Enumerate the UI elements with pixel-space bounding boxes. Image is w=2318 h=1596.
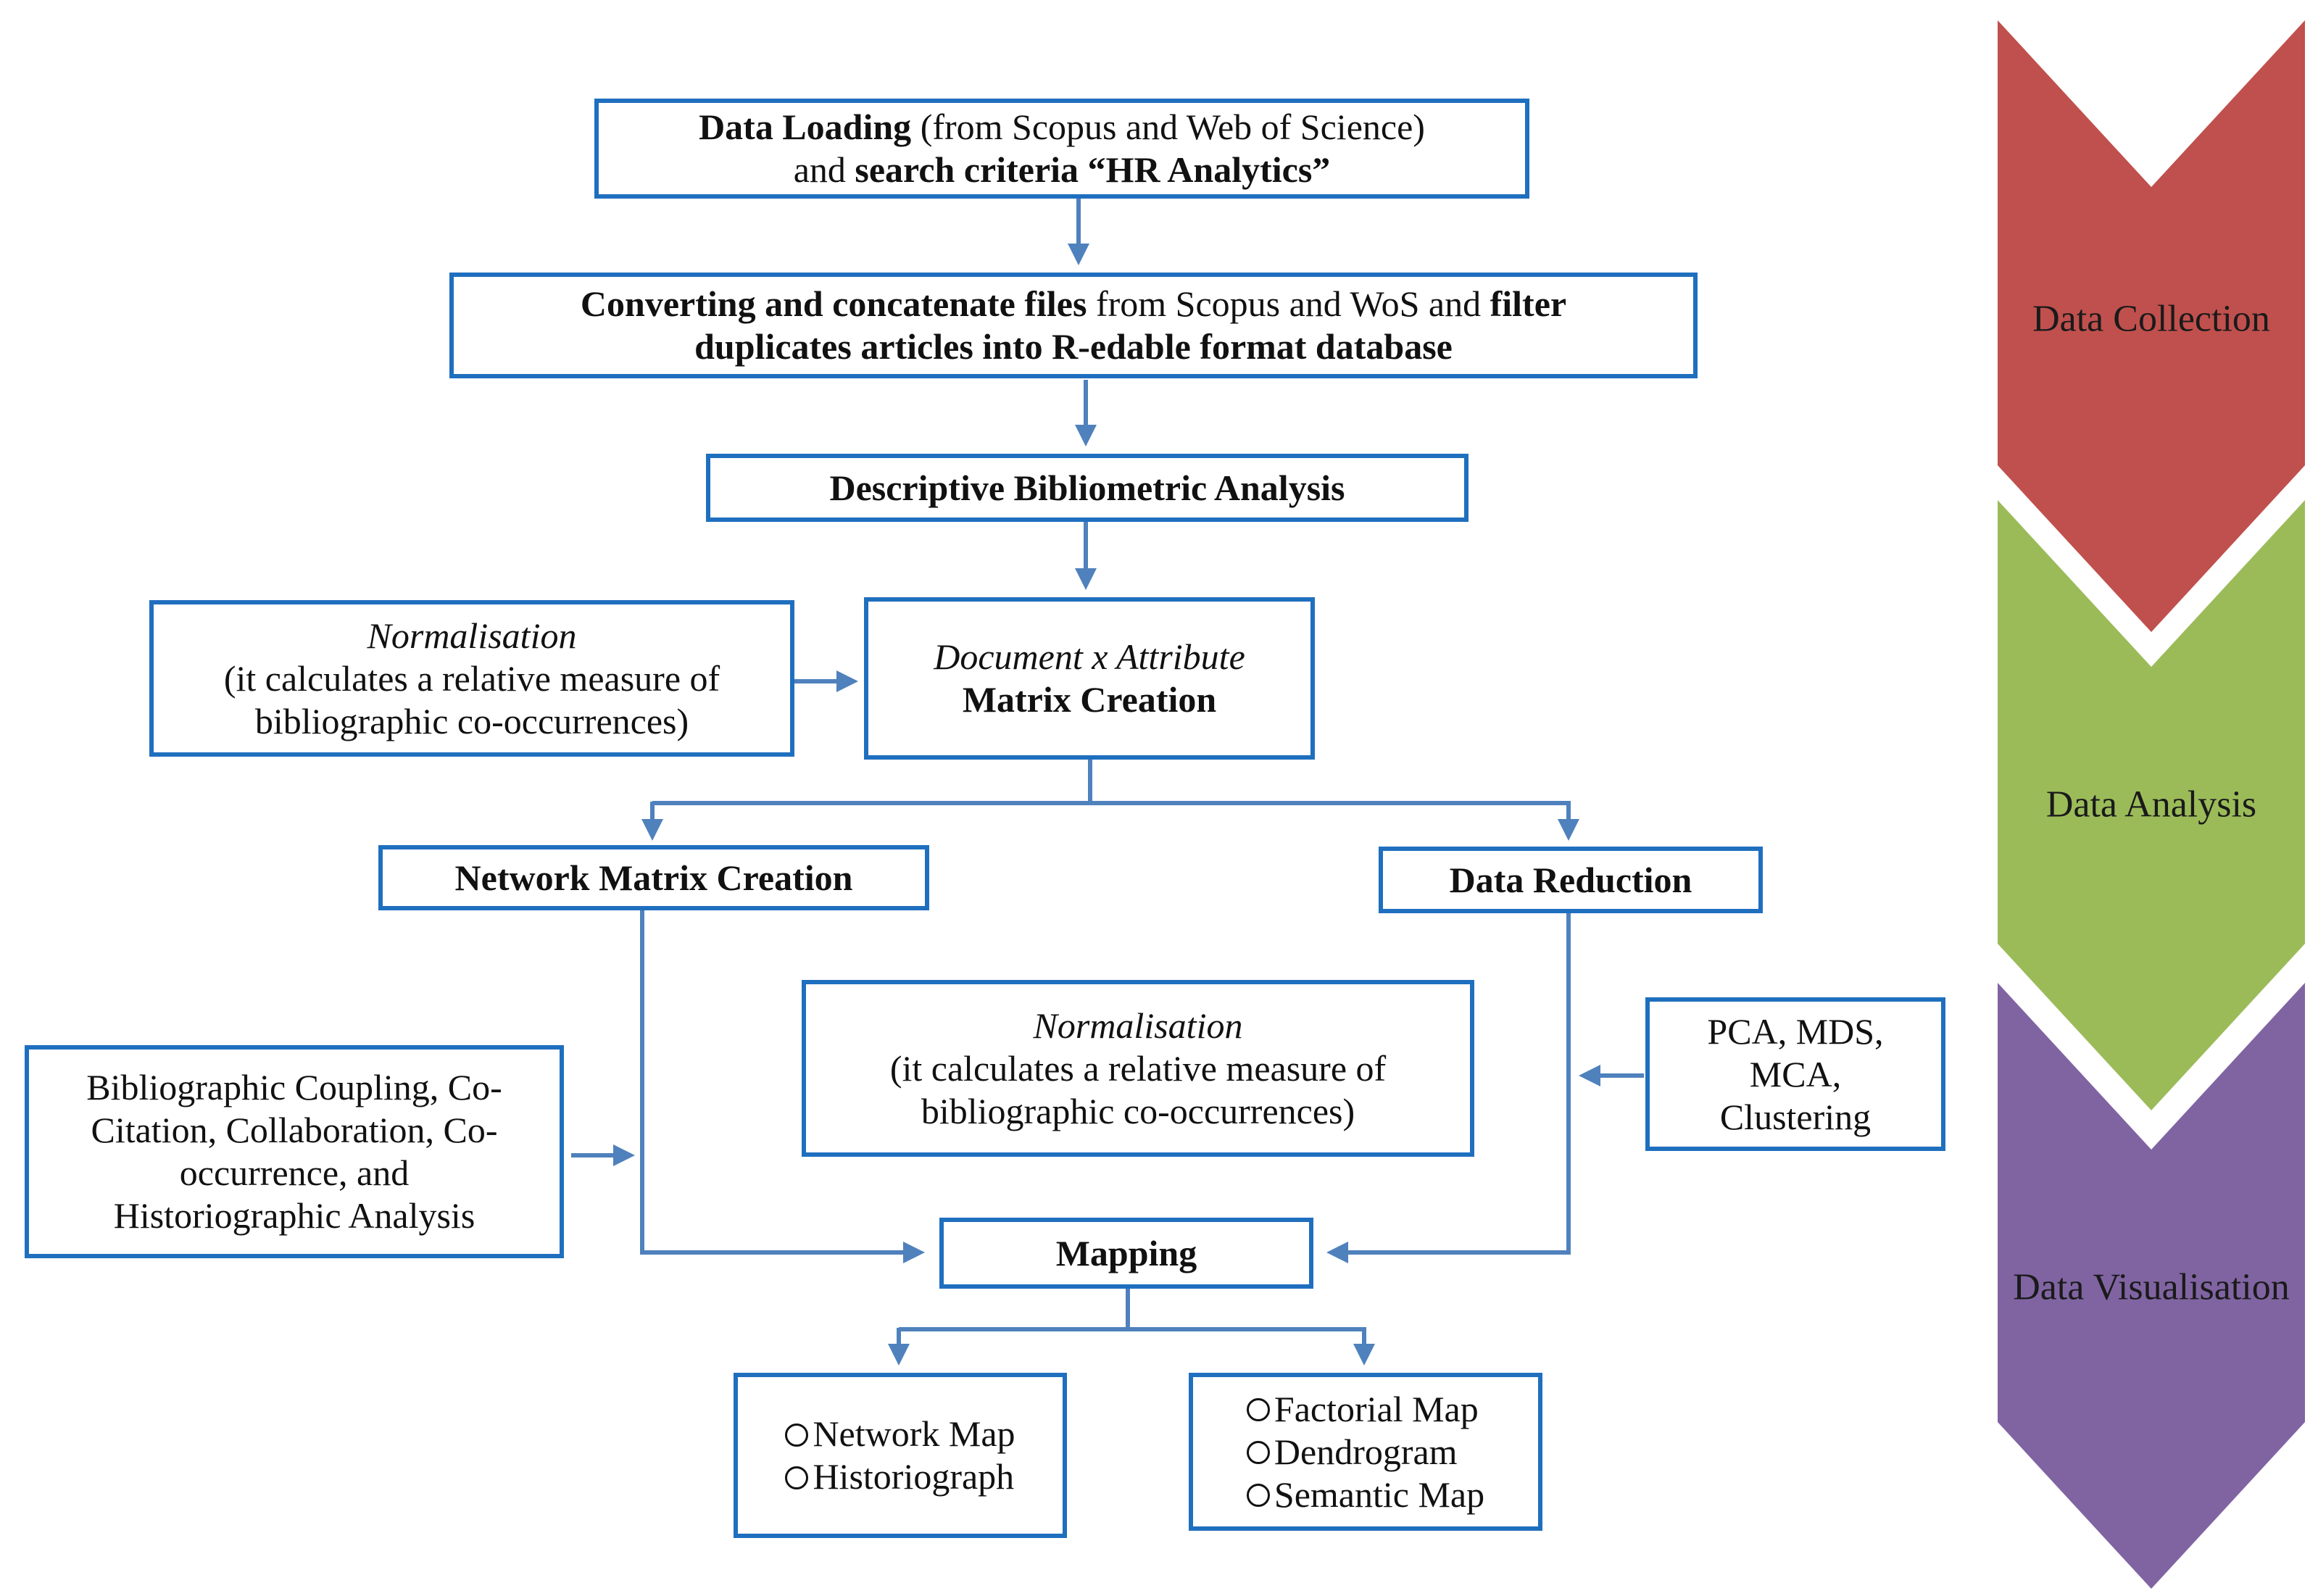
pca-methods-box: PCA, MDS, MCA, Clustering — [1645, 997, 1945, 1151]
bibliographic-analysis-box: Bibliographic Coupling, Co- Citation, Co… — [25, 1045, 564, 1258]
normalisation-left-line1: (it calculates a relative measure of — [223, 657, 720, 699]
bullet-icon — [785, 1466, 809, 1489]
network-matrix-label: Network Matrix Creation — [454, 857, 853, 898]
stage-chevron-data-visualisation — [1998, 983, 2305, 1589]
descriptive-analysis-box: Descriptive Bibliometric Analysis — [706, 454, 1469, 522]
connector-network-to-mapping — [640, 907, 925, 1263]
data-loading-source: (from Scopus and Web of Science) — [911, 107, 1425, 147]
matrix-creation-box: Document x Attribute Matrix Creation — [864, 597, 1315, 760]
converting-title: Converting and concatenate files — [580, 283, 1087, 324]
normalisation-mid-line2: bibliographic co-occurrences) — [921, 1090, 1355, 1131]
normalisation-left-box: Normalisation (it calculates a relative … — [149, 600, 794, 757]
converting-source: from Scopus and WoS and — [1087, 283, 1490, 324]
output-network-map: Network Map — [785, 1413, 1015, 1455]
reduction-outputs-box: Factorial Map Dendrogram Semantic Map — [1189, 1373, 1542, 1531]
output-semantic-map: Semantic Map — [1246, 1474, 1484, 1516]
stage-chevron-data-analysis — [1998, 500, 2305, 1110]
normalisation-mid-box: Normalisation (it calculates a relative … — [802, 980, 1474, 1157]
normalisation-mid-line1: (it calculates a relative measure of — [889, 1047, 1387, 1089]
network-outputs-box: Network Map Historiograph — [734, 1373, 1067, 1538]
bullet-icon — [785, 1423, 809, 1447]
biblio-line2: Citation, Collaboration, Co- — [91, 1110, 498, 1150]
bullet-icon — [1246, 1441, 1270, 1465]
data-loading-title: Data Loading — [699, 107, 912, 147]
pca-line2: MCA, — [1749, 1053, 1842, 1094]
stage-label-data-collection: Data Collection — [2032, 298, 2270, 340]
biblio-line1: Bibliographic Coupling, Co- — [86, 1067, 502, 1107]
biblio-line3: occurrence, and — [179, 1152, 410, 1193]
bullet-icon — [1246, 1484, 1270, 1508]
output-historiograph: Historiograph — [785, 1455, 1015, 1498]
normalisation-left-line2: bibliographic co-occurrences) — [254, 700, 689, 741]
mapping-label: Mapping — [1055, 1232, 1197, 1273]
matrix-creation-label: Matrix Creation — [962, 679, 1217, 720]
data-reduction-label: Data Reduction — [1449, 859, 1692, 900]
stage-label-data-analysis: Data Analysis — [2045, 784, 2257, 826]
output-dendrogram: Dendrogram — [1246, 1431, 1484, 1474]
biblio-line4: Historiographic Analysis — [113, 1195, 475, 1236]
stage-label-data-visualisation: Data Visualisation — [2013, 1266, 2290, 1308]
stage-chevron-data-collection — [1998, 20, 2305, 632]
descriptive-analysis-label: Descriptive Bibliometric Analysis — [829, 467, 1345, 508]
normalisation-mid-title: Normalisation — [1033, 1005, 1243, 1046]
converting-line2: duplicates articles into R-edable format… — [694, 326, 1453, 367]
data-reduction-box: Data Reduction — [1379, 847, 1763, 913]
network-matrix-box: Network Matrix Creation — [378, 845, 929, 910]
mapping-box: Mapping — [939, 1218, 1313, 1289]
pca-line3: Clustering — [1719, 1096, 1872, 1137]
pca-line1: PCA, MDS, — [1707, 1010, 1884, 1052]
connector-reduction-to-mapping — [1326, 913, 1571, 1263]
converting-box: Converting and concatenate files from Sc… — [449, 273, 1698, 378]
normalisation-left-title: Normalisation — [367, 615, 577, 656]
bullet-icon — [1246, 1398, 1270, 1422]
output-factorial-map: Factorial Map — [1246, 1388, 1484, 1431]
data-loading-box: Data Loading (from Scopus and Web of Sci… — [594, 99, 1529, 199]
converting-filter: filter — [1490, 283, 1567, 324]
data-loading-and: and — [793, 149, 855, 190]
data-loading-criteria: search criteria “HR Analytics” — [855, 149, 1331, 190]
matrix-creation-title: Document x Attribute — [934, 636, 1245, 677]
